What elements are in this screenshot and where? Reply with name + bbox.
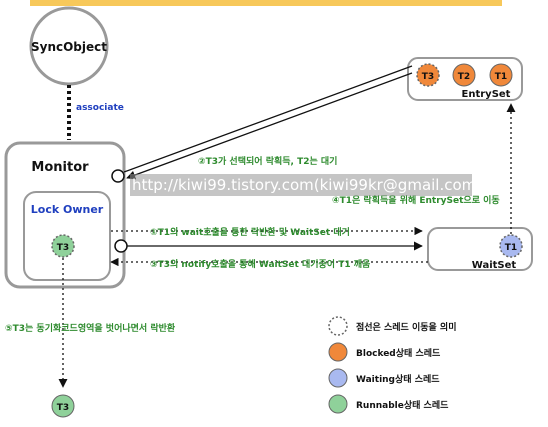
entry-thread-t1 [489, 63, 513, 87]
entry-thread-t3 [416, 63, 440, 87]
step1-label: ①T1의 wait호출을 통한 락반환 및 WaitSet 대기 [150, 226, 350, 238]
monitor-exit-port [114, 239, 128, 253]
step5-label: ⑤T3는 동기화코드영역을 벗어나면서 락반환 [5, 322, 176, 334]
step3-label: ③T3의 notify호출을 통해 WaitSet 대기중이 T1 깨움 [150, 258, 370, 270]
legend-waiting-label: Waiting상태 스레드 [356, 373, 440, 385]
step2-label: ②T3가 선택되어 락획득, T2는 대기 [198, 155, 337, 167]
legend-runnable-label: Runnable상태 스레드 [356, 399, 449, 411]
sync-object-label: SyncObject [31, 40, 107, 54]
legend-dashed-swatch [328, 316, 348, 336]
legend-dashed-label: 점선은 스레드 이동을 의미 [356, 321, 456, 333]
entry-thread-t3-label: T3 [422, 72, 434, 82]
legend-runnable-swatch [328, 394, 348, 414]
entry-thread-t2 [452, 63, 476, 87]
associate-label: associate [76, 103, 124, 113]
released-thread-t3 [51, 394, 75, 418]
owner-thread-t3 [51, 234, 75, 258]
watermark-overlay: http://kiwi99.tistory.com(kiwi99kr@gmail… [130, 174, 472, 196]
step2-line-a [123, 65, 413, 173]
monitor-label: Monitor [31, 160, 89, 175]
top-bar [30, 0, 502, 6]
lock-owner-label: Lock Owner [31, 203, 104, 216]
sync-object-node [29, 6, 109, 86]
wait-set-label: WaitSet [472, 260, 517, 271]
legend-waiting-swatch [328, 368, 348, 388]
entry-set-label: EntrySet [462, 89, 511, 100]
released-thread-label: T3 [57, 403, 69, 413]
step4-label: ④T1은 락획득을 위해 EntrySet으로 이동 [332, 194, 500, 206]
wait-thread-t1-label: T1 [505, 243, 517, 253]
step2-arrow [126, 72, 413, 180]
owner-thread-label: T3 [57, 243, 69, 253]
legend-blocked-swatch [328, 342, 348, 362]
entry-thread-t2-label: T2 [458, 72, 470, 82]
monitor-entry-port [111, 169, 125, 183]
legend-blocked-label: Blocked상태 스레드 [356, 347, 441, 359]
wait-thread-t1 [499, 234, 523, 258]
legend: 점선은 스레드 이동을 의미 Blocked상태 스레드 Waiting상태 스… [328, 316, 456, 414]
entry-thread-t1-label: T1 [495, 72, 507, 82]
